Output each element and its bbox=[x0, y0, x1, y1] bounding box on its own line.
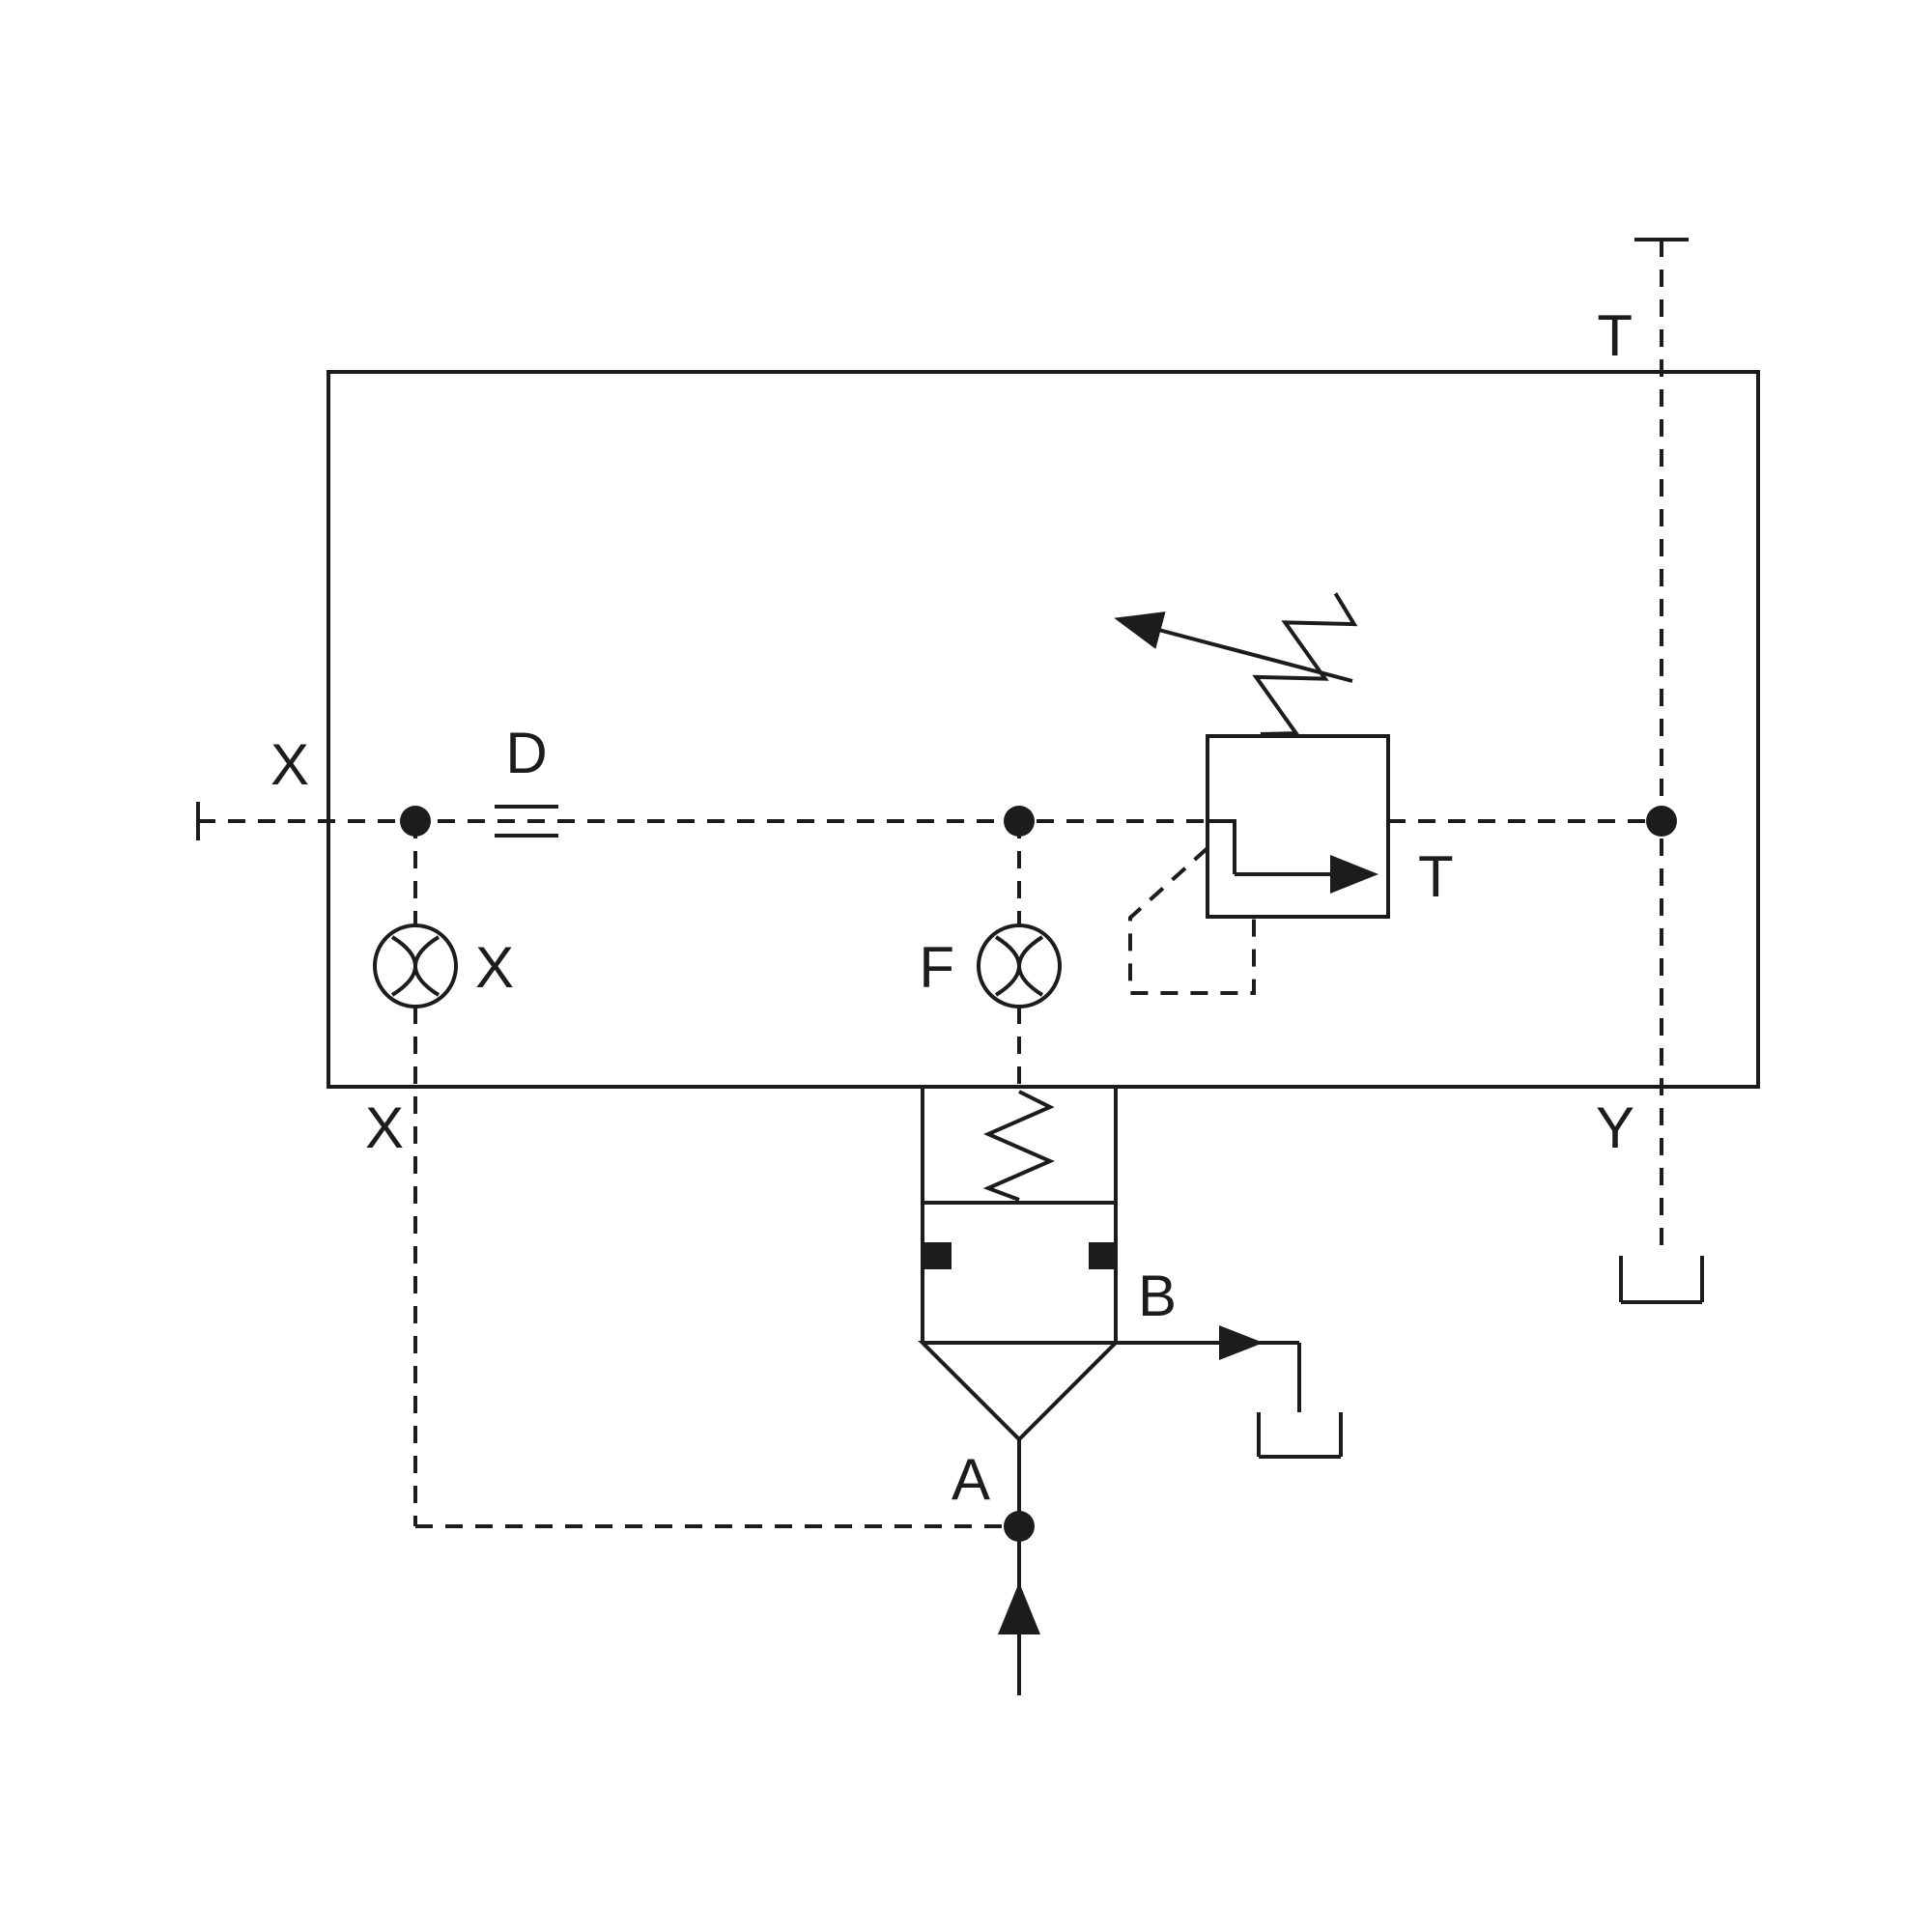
tank-line-ty: T Y bbox=[1596, 238, 1704, 1304]
manifold-block-outline bbox=[327, 370, 1760, 1089]
relief-valve-inlet-path bbox=[1208, 819, 1236, 874]
port-a-line bbox=[998, 1439, 1040, 1695]
port-y-label: Y bbox=[1596, 1095, 1634, 1160]
measuring-port-f-arc-right bbox=[1017, 935, 1044, 997]
check-valve-poppet bbox=[918, 1341, 1121, 1442]
relief-valve-spring bbox=[1252, 592, 1358, 736]
measuring-port-f: F bbox=[919, 821, 1062, 1090]
junction-dot-t bbox=[1646, 806, 1677, 837]
check-valve-spring bbox=[982, 1090, 1055, 1202]
check-valve-seat-left bbox=[924, 1242, 952, 1269]
tank-symbol-b bbox=[1257, 1412, 1343, 1459]
port-t-label: T bbox=[1597, 303, 1633, 368]
check-valve-seat-right bbox=[1089, 1242, 1116, 1269]
port-b-line bbox=[1116, 1325, 1343, 1459]
manifold-block bbox=[327, 370, 1760, 1089]
relief-valve-t-label: T bbox=[1418, 844, 1454, 909]
measuring-port-x-label: X bbox=[475, 935, 514, 1000]
measuring-port-x-arc-right bbox=[413, 935, 440, 997]
measuring-port-f-label: F bbox=[919, 935, 954, 1000]
port-x-left-label: X bbox=[270, 732, 309, 797]
check-valve: B A bbox=[918, 1087, 1177, 1512]
junction-dots bbox=[400, 806, 1677, 1542]
relief-valve-body bbox=[1206, 734, 1390, 919]
measuring-port-f-arc-left bbox=[994, 935, 1021, 997]
relief-valve-adjust-arrow bbox=[1114, 611, 1353, 683]
port-b-label: B bbox=[1138, 1264, 1177, 1328]
orifice-d: D bbox=[495, 721, 558, 838]
junction-dot-a bbox=[1004, 1511, 1035, 1542]
port-a-flow-arrowhead bbox=[998, 1582, 1040, 1634]
pilot-line-x-main: X bbox=[196, 732, 1662, 840]
relief-valve: T bbox=[1114, 592, 1454, 995]
junction-dot-x bbox=[400, 806, 431, 837]
measuring-port-x-arc-left bbox=[390, 935, 417, 997]
orifice-d-label: D bbox=[505, 721, 547, 785]
pilot-x-branch-label: X bbox=[365, 1095, 404, 1160]
tank-symbol-y bbox=[1619, 1256, 1704, 1304]
pilot-line-x-branch: X bbox=[365, 1007, 1019, 1528]
port-a-label: A bbox=[952, 1447, 990, 1512]
junction-dot-f bbox=[1004, 806, 1035, 837]
relief-valve-pilot-line bbox=[1128, 846, 1256, 995]
port-b-flow-arrowhead bbox=[1219, 1325, 1264, 1360]
measuring-port-x: X bbox=[373, 821, 514, 1009]
